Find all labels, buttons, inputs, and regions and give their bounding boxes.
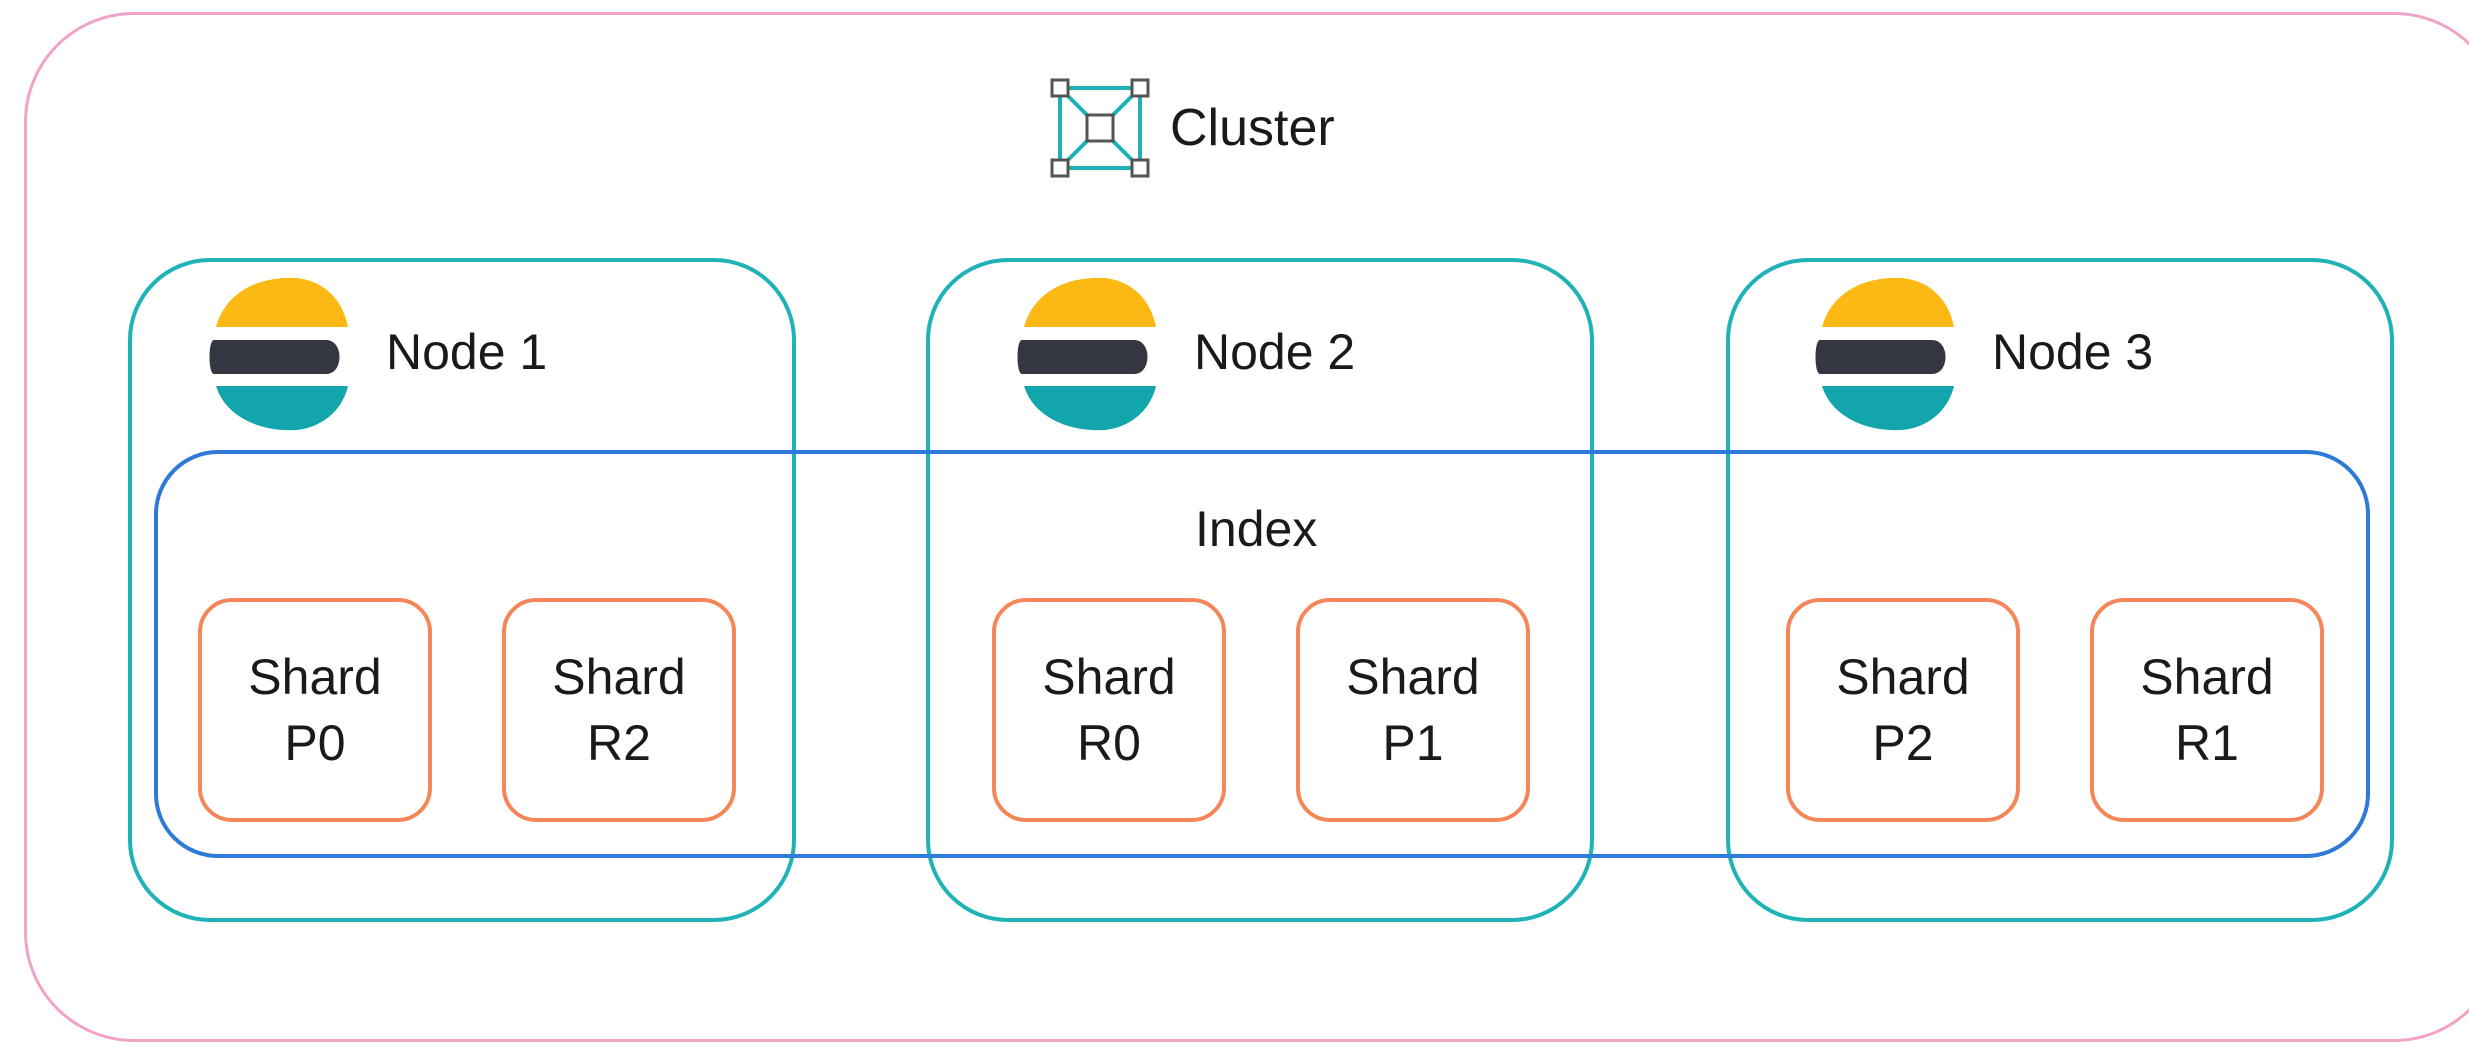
index-container (154, 450, 2370, 858)
shard-id: P1 (1382, 715, 1444, 771)
shard-box: Shard R2 (502, 598, 736, 822)
cluster-container (24, 12, 2469, 1042)
node-label-3: Node 3 (1992, 324, 2154, 380)
node-label-2: Node 2 (1194, 324, 1356, 380)
shard-label: Shard (1042, 649, 1176, 705)
shard-box: Shard P0 (198, 598, 432, 822)
shard-label: Shard (248, 649, 382, 705)
shard-box: Shard R1 (2090, 598, 2324, 822)
shard-label: Shard (1346, 649, 1480, 705)
node-box-3 (1726, 258, 2394, 922)
shard-box: Shard P1 (1296, 598, 1530, 822)
cluster-label: Cluster (1170, 99, 1335, 157)
node-header-3: Node 3 (1810, 272, 2153, 432)
shard-id: P2 (1872, 715, 1934, 771)
shard-box: Shard P2 (1786, 598, 2020, 822)
shard-box: Shard R0 (992, 598, 1226, 822)
elastic-logo-icon (1017, 277, 1156, 431)
node-box-2 (926, 258, 1594, 922)
shard-label: Shard (552, 649, 686, 705)
shard-id: R1 (2175, 715, 2239, 771)
node-box-1 (128, 258, 796, 922)
cluster-network-icon (1050, 78, 1150, 178)
node-header-2: Node 2 (1012, 272, 1355, 432)
shard-id: R2 (587, 715, 651, 771)
shard-id: R0 (1077, 715, 1141, 771)
elastic-logo-icon (209, 277, 348, 431)
shard-label: Shard (1836, 649, 1970, 705)
index-label: Index (1195, 501, 1318, 557)
node-label-1: Node 1 (386, 324, 548, 380)
elastic-logo-icon (1815, 277, 1954, 431)
cluster-header: Cluster (1050, 78, 1335, 178)
shard-label: Shard (2140, 649, 2274, 705)
node-header-1: Node 1 (204, 272, 547, 432)
shard-id: P0 (284, 715, 346, 771)
